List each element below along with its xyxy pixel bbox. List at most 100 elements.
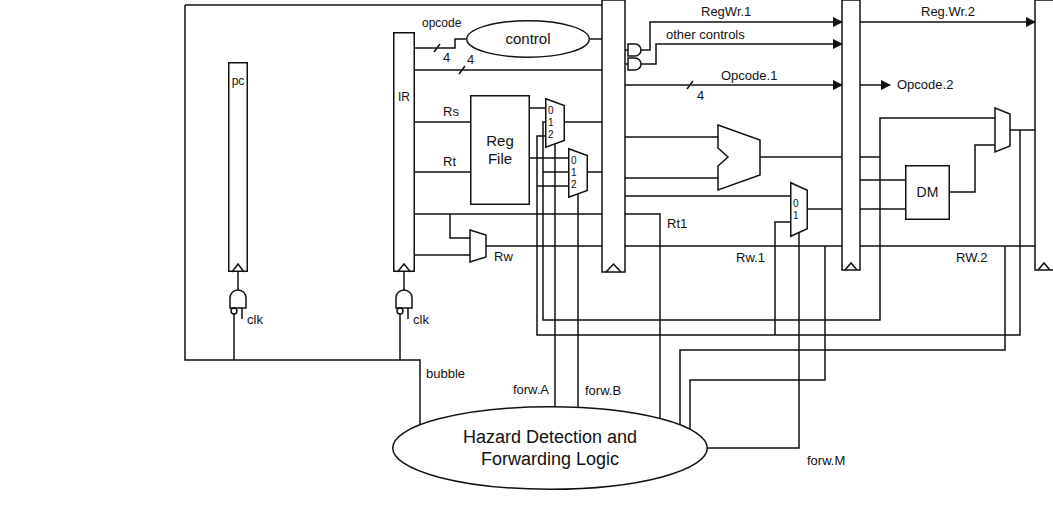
connector bbox=[577, 194, 579, 406]
node-outline bbox=[790, 182, 808, 237]
wire bbox=[690, 246, 825, 440]
signal-label: forw.A bbox=[512, 382, 550, 397]
node-text: pc bbox=[232, 74, 245, 88]
node-text-group: pc bbox=[232, 74, 245, 88]
wire bbox=[775, 222, 790, 335]
wire bbox=[399, 314, 401, 360]
bus-width-slash bbox=[459, 66, 465, 74]
box-outline bbox=[471, 96, 530, 205]
wire bbox=[625, 245, 842, 247]
clock-wire bbox=[241, 308, 243, 319]
wire bbox=[625, 84, 842, 86]
and-gate-symbol bbox=[230, 290, 246, 308]
register-outline bbox=[229, 63, 248, 272]
node-text-group: Hazard Detection and Forwarding Logic bbox=[445, 426, 655, 470]
forward-wire bbox=[543, 122, 880, 320]
node-text: 0 bbox=[571, 155, 577, 167]
node-text: DM bbox=[917, 184, 939, 201]
node-text: 0 bbox=[793, 198, 799, 210]
signal-label: clk bbox=[246, 312, 264, 327]
wire bbox=[565, 121, 602, 123]
pipeline-register bbox=[602, 0, 625, 272]
node-text-group: Reg File bbox=[474, 132, 526, 168]
mux-symbol bbox=[995, 108, 1010, 152]
forward-wire bbox=[537, 185, 568, 187]
wire bbox=[1010, 129, 1035, 131]
wire bbox=[237, 272, 239, 290]
node-outline bbox=[228, 62, 248, 272]
signal-label: 4 bbox=[466, 52, 475, 67]
inverter-bubble bbox=[231, 308, 237, 314]
wire bbox=[625, 195, 790, 197]
and-gate-symbol bbox=[628, 44, 641, 56]
wire bbox=[233, 314, 235, 360]
inverter-bubble bbox=[397, 308, 403, 314]
signal-label: Opcode.2 bbox=[896, 77, 954, 92]
wire bbox=[415, 213, 602, 215]
clock-wire bbox=[407, 308, 409, 319]
wire bbox=[486, 245, 602, 247]
mux-outline bbox=[546, 99, 565, 148]
clock-mark bbox=[845, 263, 857, 270]
wire bbox=[415, 69, 602, 71]
wire bbox=[625, 214, 660, 440]
wire bbox=[808, 208, 842, 210]
connector bbox=[554, 144, 556, 406]
node-text-group: control bbox=[505, 30, 550, 48]
connector bbox=[415, 171, 470, 173]
node-text-group: 01 bbox=[793, 198, 799, 222]
signal-label: clk bbox=[412, 312, 430, 327]
ellipse-outline bbox=[467, 21, 590, 58]
node-text: Hazard Detection and Forwarding Logic bbox=[445, 426, 655, 470]
wire bbox=[185, 4, 602, 6]
node-text: 2 bbox=[571, 179, 577, 191]
register-file: Reg File bbox=[470, 95, 530, 205]
signal-label: other controls bbox=[665, 27, 746, 42]
signal-label: RW.2 bbox=[955, 250, 989, 265]
wire bbox=[641, 44, 842, 64]
wire bbox=[641, 22, 842, 50]
wire bbox=[680, 246, 1005, 440]
signal-label: Rw.1 bbox=[735, 250, 766, 265]
and-gate-symbol bbox=[628, 58, 641, 70]
mux-symbol bbox=[470, 230, 486, 262]
node-text: 1 bbox=[793, 210, 799, 222]
hazard-forwarding-unit: Hazard Detection and Forwarding Logic bbox=[392, 406, 708, 490]
data-memory: DM bbox=[905, 165, 950, 220]
pc-register: pc bbox=[228, 62, 248, 272]
wire bbox=[860, 21, 1035, 23]
wire bbox=[588, 171, 602, 173]
signal-label: Rs bbox=[442, 104, 460, 119]
wire bbox=[590, 38, 602, 40]
wire bbox=[860, 84, 890, 86]
signal-label: bubble bbox=[425, 366, 466, 381]
control-unit: control bbox=[466, 20, 590, 58]
alu-symbol bbox=[718, 125, 760, 190]
wire bbox=[760, 156, 842, 158]
signal-label: Rw bbox=[493, 249, 514, 264]
node-text: IR bbox=[398, 90, 410, 104]
node-outline bbox=[392, 406, 708, 490]
node-text: 0 bbox=[548, 105, 554, 117]
node-text-group: 012 bbox=[571, 155, 577, 191]
node-text: 2 bbox=[548, 129, 554, 141]
wire bbox=[860, 245, 1035, 247]
node-text: 1 bbox=[548, 117, 554, 129]
signal-label: Opcode.1 bbox=[720, 68, 778, 83]
mux-outline bbox=[569, 149, 588, 198]
box-outline bbox=[906, 166, 950, 220]
wire bbox=[625, 177, 718, 179]
signal-label: 4 bbox=[442, 50, 451, 65]
store-data-mux: 01 bbox=[790, 182, 808, 237]
ellipse-outline bbox=[393, 407, 708, 490]
and-gate-symbol bbox=[396, 290, 412, 308]
wire bbox=[415, 254, 470, 256]
node-text: Reg File bbox=[474, 132, 526, 168]
signal-label: opcode bbox=[421, 16, 462, 31]
clock-mark bbox=[1038, 263, 1050, 270]
pipeline-register bbox=[842, 0, 860, 270]
connector bbox=[708, 233, 799, 448]
node-text-group: 012 bbox=[548, 105, 554, 141]
signal-label: forw.B bbox=[584, 383, 622, 398]
